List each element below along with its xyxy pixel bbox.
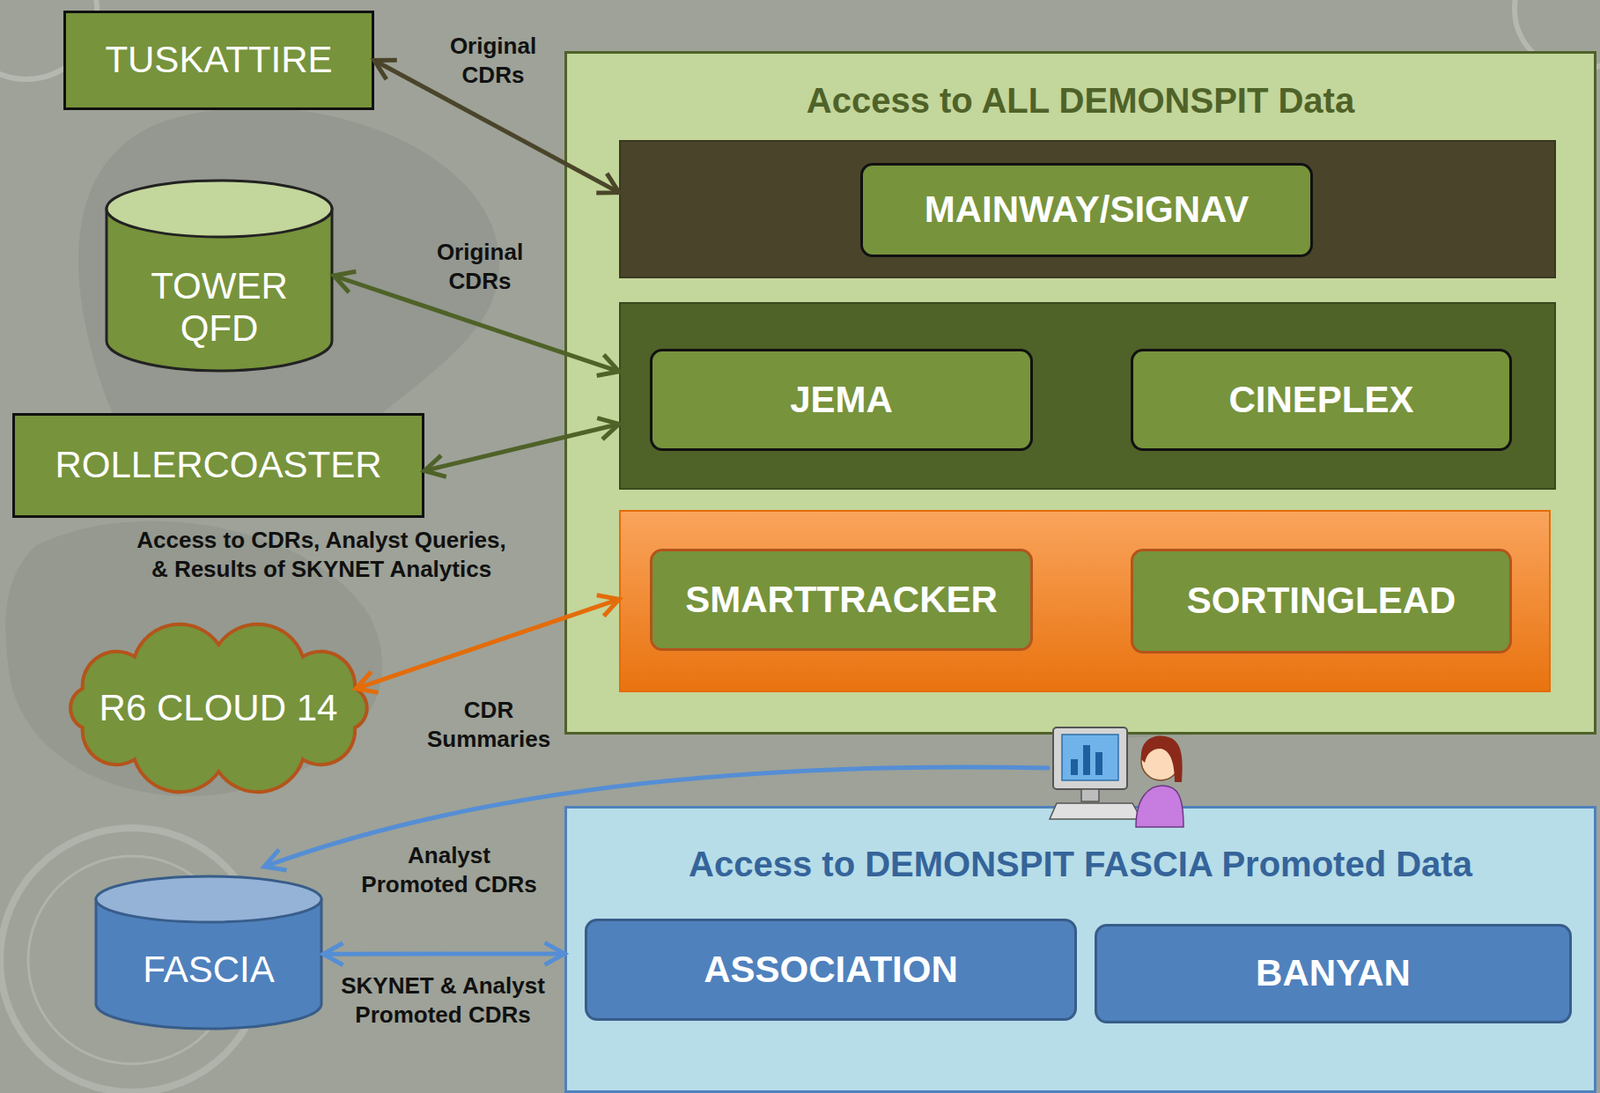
panel-title: Access to DEMONSPIT FASCIA Promoted Data: [688, 843, 1473, 885]
note-holder: Access to CDRs, Analyst Queries, & Resul…: [127, 525, 516, 583]
chart-bar: [1095, 752, 1103, 775]
tool-box: ASSOCIATION: [584, 918, 1077, 1021]
database-cylinder: FASCIA: [94, 874, 324, 1031]
access-panel: Access to DEMONSPIT FASCIA Promoted Data…: [564, 805, 1597, 1093]
tier-band: JEMA CINEPLEX: [619, 302, 1556, 490]
note-holder: Analyst Promoted CDRs: [356, 840, 542, 899]
node-label: TOWER QFD: [144, 265, 295, 351]
monitor: [1053, 727, 1128, 789]
cloud-shape: R6 CLOUD 14: [35, 610, 403, 806]
edge-label: SKYNET & Analyst Promoted CDRs: [332, 971, 553, 1029]
connector-arrow: [333, 275, 620, 372]
note-text: Access to CDRs, Analyst Queries, & Resul…: [127, 525, 516, 583]
edge-label-holder: Original CDRs: [418, 237, 542, 295]
node-label: FASCIA: [142, 948, 274, 991]
chart-bar: [1070, 759, 1078, 775]
note-text: Analyst Promoted CDRs: [356, 840, 542, 899]
analyst-arrow: [264, 766, 1050, 867]
node-label: ASSOCIATION: [703, 948, 959, 991]
tier-band: MAINWAY/SIGNAV: [619, 140, 1556, 279]
edge-label-holder: Original CDRs: [431, 31, 555, 89]
analyst-head: [1141, 741, 1180, 781]
node-label: SORTINGLEAD: [1187, 579, 1457, 622]
cylinder-top: [106, 180, 332, 237]
system-box: TUSKATTIRE: [63, 10, 375, 111]
tool-box: MAINWAY/SIGNAV: [860, 162, 1313, 258]
tool-box: SORTINGLEAD: [1130, 548, 1512, 654]
edge-label-holder: SKYNET & Analyst Promoted CDRs: [332, 971, 553, 1029]
node-label: BANYAN: [1255, 951, 1411, 995]
edge-label-holder: CDR Summaries: [412, 695, 567, 753]
connector-arrow: [323, 951, 565, 956]
node-label: TUSKATTIRE: [104, 38, 332, 82]
edge-label: CDR Summaries: [412, 695, 567, 753]
node-label: CINEPLEX: [1228, 378, 1414, 421]
chart-bar: [1083, 744, 1091, 775]
monitor-stand: [1081, 788, 1099, 802]
system-box: ROLLERCOASTER: [12, 412, 425, 518]
node-label: SMARTTRACKER: [685, 578, 998, 621]
keyboard: [1049, 803, 1142, 819]
connector-arrow: [374, 60, 620, 193]
tool-box: SMARTTRACKER: [649, 548, 1033, 651]
access-panel: Access to ALL DEMONSPIT DataMAINWAY/SIGN…: [564, 51, 1597, 735]
connector-arrow: [424, 423, 620, 471]
cloud-body: [70, 624, 368, 792]
database-cylinder: TOWER QFD: [104, 178, 334, 373]
node-label: JEMA: [789, 378, 893, 421]
panel-title: Access to ALL DEMONSPIT Data: [806, 80, 1355, 121]
analyst-icon: [1049, 727, 1184, 827]
connector-arrow: [355, 598, 620, 688]
cylinder-top: [95, 876, 322, 922]
node-label: MAINWAY/SIGNAV: [924, 188, 1250, 231]
analyst-hair: [1141, 736, 1183, 782]
node-label: ROLLERCOASTER: [54, 443, 382, 487]
edge-label: Original CDRs: [418, 237, 542, 295]
tier-band: SMARTTRACKER SORTINGLEAD: [619, 509, 1551, 693]
tool-box: CINEPLEX: [1130, 348, 1512, 451]
node-label: R6 CLOUD 14: [99, 686, 339, 730]
analyst-body: [1135, 785, 1184, 827]
tool-box: JEMA: [649, 348, 1033, 451]
monitor-screen: [1061, 734, 1119, 781]
edge-label: Original CDRs: [431, 31, 555, 89]
tool-box: BANYAN: [1094, 923, 1572, 1024]
